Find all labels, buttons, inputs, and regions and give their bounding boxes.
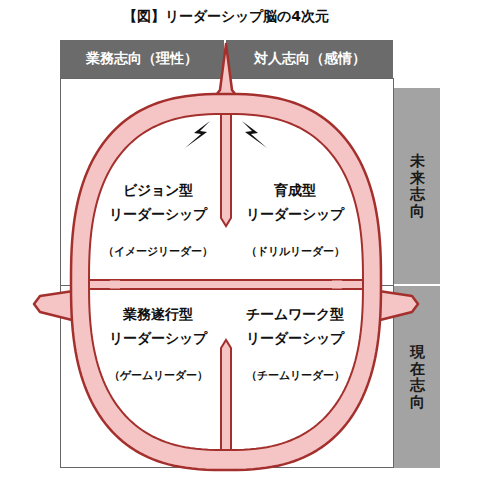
box-heading: チームワーク型 リーダーシップ bbox=[239, 302, 351, 350]
header-band bbox=[226, 40, 393, 78]
header-band bbox=[60, 40, 224, 78]
quadrant-label: 育成型 リーダーシップ （ドリルリーダー） bbox=[231, 172, 359, 276]
brain-divider bbox=[80, 280, 372, 289]
quadrant-label: 業務遂行型 リーダーシップ （ゲームリーダー） bbox=[94, 296, 222, 400]
side-band bbox=[394, 88, 440, 284]
box-heading: 業務遂行型 リーダーシップ bbox=[102, 302, 214, 350]
header-band: 業務志向（理性） bbox=[60, 40, 224, 78]
quadrant-label: チームワーク型 リーダーシップ （チームリーダー） bbox=[231, 296, 359, 400]
side-band: 未来志向 bbox=[394, 88, 440, 284]
box-subtitle: （イメージリーダー） bbox=[103, 244, 213, 259]
lightning-bolt bbox=[242, 121, 267, 148]
head-outline bbox=[71, 94, 381, 470]
quadrant-label: ビジョン型 リーダーシップ （イメージリーダー） bbox=[94, 172, 222, 276]
box-heading: 現在志向 bbox=[410, 344, 425, 410]
lightning-bolt bbox=[185, 121, 210, 148]
box-subtitle: （チームリーダー） bbox=[246, 368, 345, 383]
box-subtitle: （ドリルリーダー） bbox=[246, 244, 345, 259]
box-heading: 育成型 リーダーシップ bbox=[239, 178, 351, 226]
brain-divider bbox=[110, 281, 342, 289]
box-heading: 対人志向（感情） bbox=[254, 50, 366, 68]
brain-divider bbox=[120, 279, 332, 281]
brain-divider bbox=[221, 100, 231, 226]
box-heading: 業務志向（理性） bbox=[86, 50, 198, 68]
brain-divider bbox=[120, 288, 332, 290]
box-heading: 未来志向 bbox=[410, 153, 425, 219]
brain-divider bbox=[221, 340, 231, 460]
side-band: 現在志向 bbox=[394, 286, 440, 468]
box-heading: ビジョン型 リーダーシップ bbox=[102, 178, 214, 226]
header-band: 対人志向（感情） bbox=[226, 40, 393, 78]
figure-title: 【図】リーダーシップ脳の4次元 bbox=[0, 8, 452, 26]
box-subtitle: （ゲームリーダー） bbox=[109, 368, 208, 383]
